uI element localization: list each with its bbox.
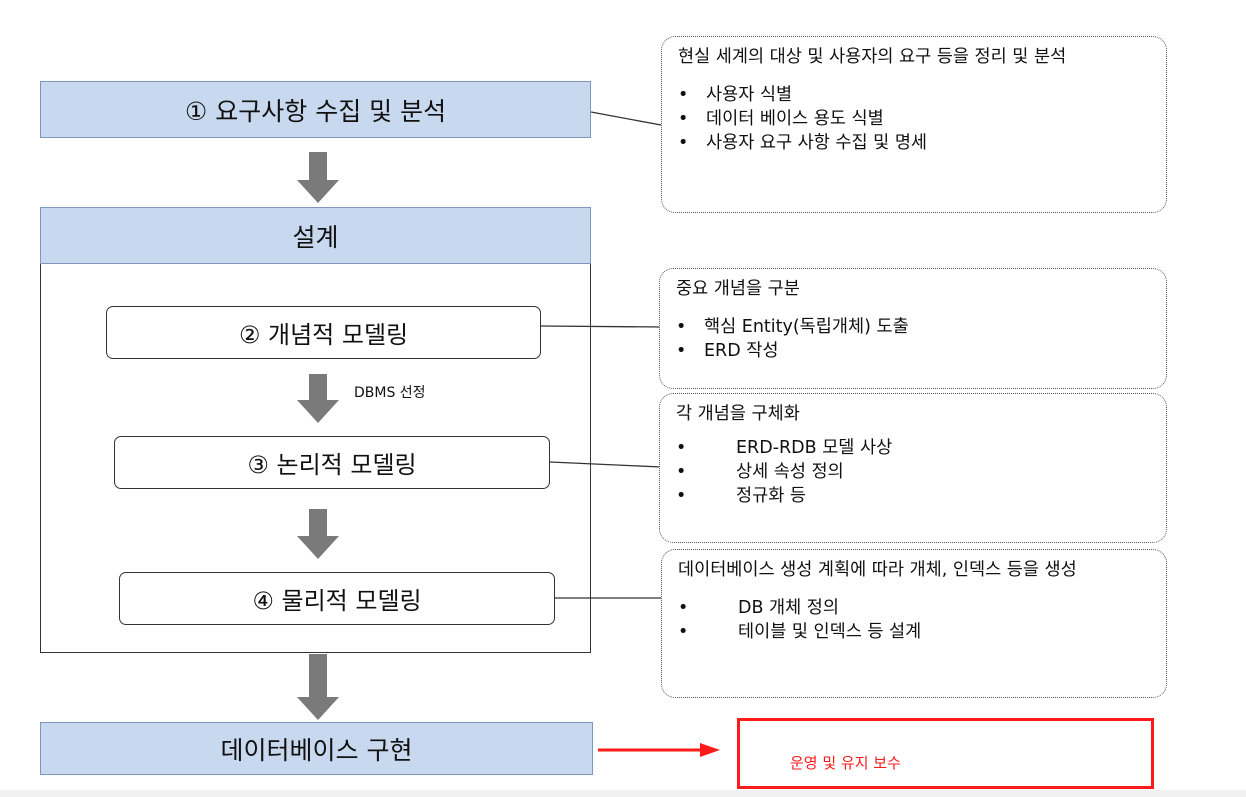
model-conceptual: ② 개념적 모델링 [106,306,541,359]
list-item: 사용자 식별 [678,83,1150,107]
model-physical-label: ④ 물리적 모델링 [252,587,422,615]
stage-implementation: 데이터베이스 구현 [40,722,593,775]
model-physical: ④ 물리적 모델링 [119,572,555,625]
red-arrow-head [700,743,720,757]
model-conceptual-label: ② 개념적 모델링 [238,321,409,349]
list-item: ERD-RDB 모델 사상 [676,436,1150,460]
note-physical-description: 데이터베이스 생성 계획에 따라 개체, 인덱스 등을 생성 [678,560,1077,580]
list-item: ERD 작성 [676,339,1150,363]
note-physical-list: DB 개체 정의 테이블 및 인덱스 등 설계 [678,596,1150,644]
list-item: 데이터 베이스 용도 식별 [678,107,1150,131]
note-requirements: 현실 세계의 대상 및 사용자의 요구 등을 정리 및 분석 사용자 식별 데이… [661,36,1167,213]
note-logical-description: 각 개념을 구체화 [676,404,800,424]
stage-design-label: 설계 [292,222,339,252]
list-item: 사용자 요구 사항 수집 및 명세 [678,131,1150,155]
note-conceptual-list: 핵심 Entity(독립개체) 도출 ERD 작성 [676,315,1150,363]
list-item: 핵심 Entity(독립개체) 도출 [676,315,1150,339]
down-arrow-4 [297,654,339,720]
stage-design: 설계 [40,207,591,264]
down-arrow-3 [297,509,339,559]
stage-requirements-label: ① 요구사항 수집 및 분석 [184,96,447,126]
connector-requirements [590,111,662,126]
list-item: DB 개체 정의 [678,596,1150,620]
operation-box: 운영 및 유지 보수 [737,718,1154,789]
list-item: 정규화 등 [676,484,1150,508]
note-conceptual-description: 중요 개념을 구분 [676,279,800,299]
down-arrow-2 [297,374,339,423]
operation-label: 운영 및 유지 보수 [790,754,901,772]
note-requirements-list: 사용자 식별 데이터 베이스 용도 식별 사용자 요구 사항 수집 및 명세 [678,83,1150,155]
connector-conceptual [540,325,662,328]
note-logical: 각 개념을 구체화 ERD-RDB 모델 사상 상세 속성 정의 정규화 등 [659,393,1167,543]
bottom-strip [0,790,1246,797]
stage-implementation-label: 데이터베이스 구현 [220,735,413,765]
down-arrow-1 [297,152,339,203]
list-item: 상세 속성 정의 [676,460,1150,484]
connector-logical [549,461,662,468]
note-requirements-description: 현실 세계의 대상 및 사용자의 요구 등을 정리 및 분석 [678,47,1067,67]
list-item: 테이블 및 인덱스 등 설계 [678,620,1150,644]
model-logical-label: ③ 논리적 모델링 [247,451,417,479]
note-logical-list: ERD-RDB 모델 사상 상세 속성 정의 정규화 등 [676,436,1150,508]
stage-requirements: ① 요구사항 수집 및 분석 [40,81,591,138]
note-conceptual: 중요 개념을 구분 핵심 Entity(독립개체) 도출 ERD 작성 [659,268,1167,389]
model-logical: ③ 논리적 모델링 [114,436,550,489]
note-physical: 데이터베이스 생성 계획에 따라 개체, 인덱스 등을 생성 DB 개체 정의 … [661,549,1167,698]
dbms-selection-label: DBMS 선정 [354,385,426,401]
